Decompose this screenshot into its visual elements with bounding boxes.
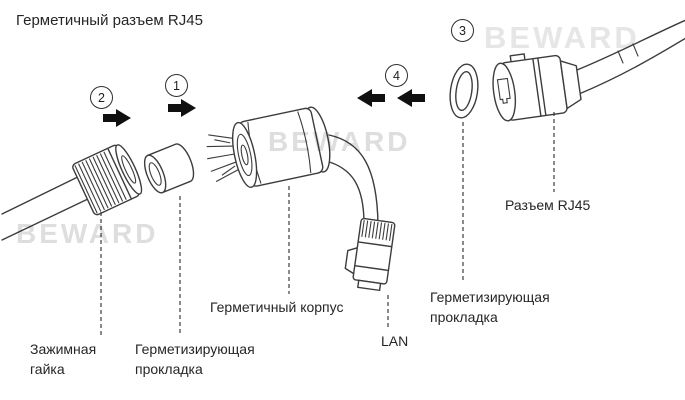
- label-hermetic-body: Герметичный корпус: [210, 299, 344, 315]
- connector-pins: [206, 134, 240, 182]
- label-gasket-left: Герметизирующая прокладка: [135, 341, 255, 377]
- rj45-socket: [492, 53, 582, 122]
- socket-cable: [576, 19, 685, 95]
- step-1-badge: 1: [165, 74, 188, 97]
- cable-left: [1, 171, 91, 241]
- sealing-grommet: [143, 143, 195, 194]
- clamp-nut: [72, 144, 143, 216]
- arrow-left-step4a-icon: [357, 89, 385, 107]
- arrow-left-step4b-icon: [397, 89, 425, 107]
- label-clamp-nut: Зажимная гайка: [30, 341, 97, 377]
- label-rj45-socket: Разъем RJ45: [505, 197, 591, 213]
- leader-lines: [100, 112, 555, 336]
- lan-cable: [325, 134, 379, 225]
- arrow-right-step1-icon: [168, 99, 196, 117]
- sealing-ring: [449, 63, 479, 119]
- step-4-badge: 4: [385, 64, 408, 87]
- label-lan: LAN: [381, 333, 409, 349]
- step-3-badge: 3: [451, 19, 474, 42]
- label-gasket-right: Герметизирующая прокладка: [430, 289, 550, 325]
- rj45-plug: [344, 217, 396, 292]
- step-2-badge: 2: [90, 86, 113, 109]
- page-title: Герметичный разъем RJ45: [16, 12, 203, 29]
- hermetic-body: [206, 106, 331, 188]
- arrow-right-step2-icon: [103, 109, 131, 127]
